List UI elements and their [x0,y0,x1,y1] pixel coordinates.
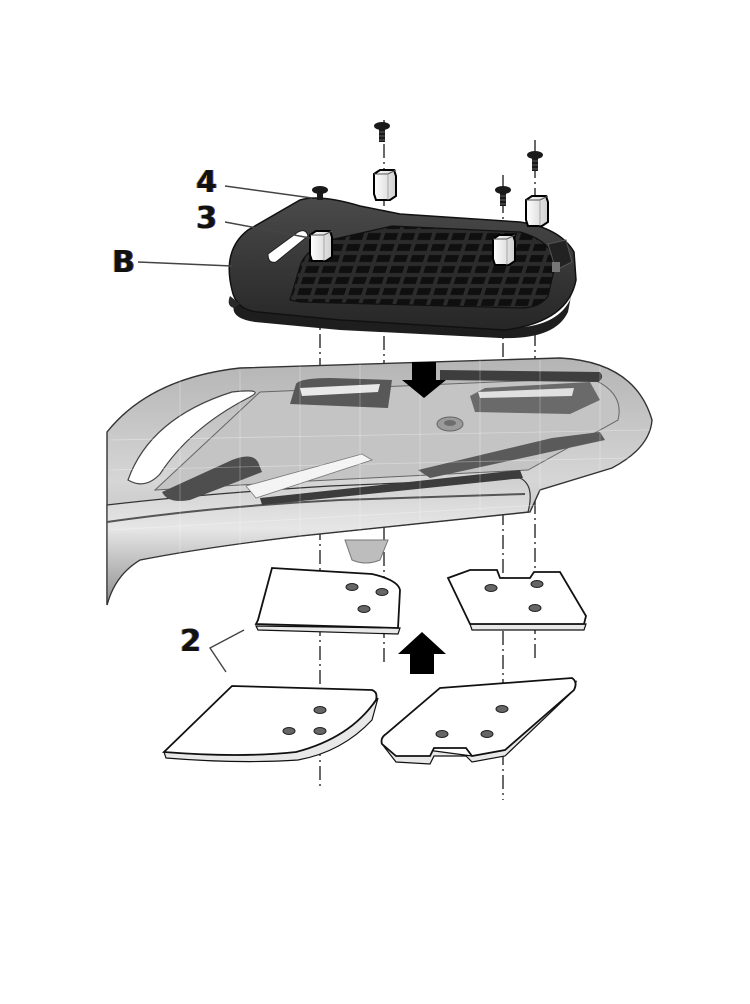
shim-plates [161,567,587,765]
shim-plate [254,567,401,635]
spacer-icon [525,195,549,227]
leader-2 [208,629,245,673]
rack-slot-left [162,456,262,501]
rack-slot-right [418,432,605,478]
shim-plate [161,685,379,763]
leader-lines [137,185,313,673]
shim-plate [380,677,578,765]
plate-handle-slot [267,230,309,263]
screw-icon [312,186,328,200]
rack-handle-opening [127,390,256,485]
callout-b: B [112,245,135,280]
callout-4: 4 [196,165,217,200]
plate-edge [233,270,576,339]
callout-3: 3 [196,201,217,236]
shim-plate [446,569,587,631]
rack-render-grid [109,360,651,560]
spacers [309,169,549,266]
rack-bar-front [260,470,523,505]
leader-b [137,261,233,267]
screws [312,122,543,206]
rack-mount-post [344,539,389,564]
spacer-icon [492,234,516,266]
leader-3 [224,221,311,239]
screw-icon [374,122,390,142]
spacer-icon [309,230,333,262]
rear-rack [106,357,653,606]
arrow-up-icon [398,632,446,674]
rack-rear-bar [440,370,603,382]
callout-2: 2 [180,624,201,659]
screw-icon [527,151,543,171]
mounting-plate-b [228,197,577,339]
arrow-down-icon [402,362,446,398]
leader-4 [224,185,313,199]
screw-icon [495,186,511,206]
spacer-icon [373,169,397,201]
